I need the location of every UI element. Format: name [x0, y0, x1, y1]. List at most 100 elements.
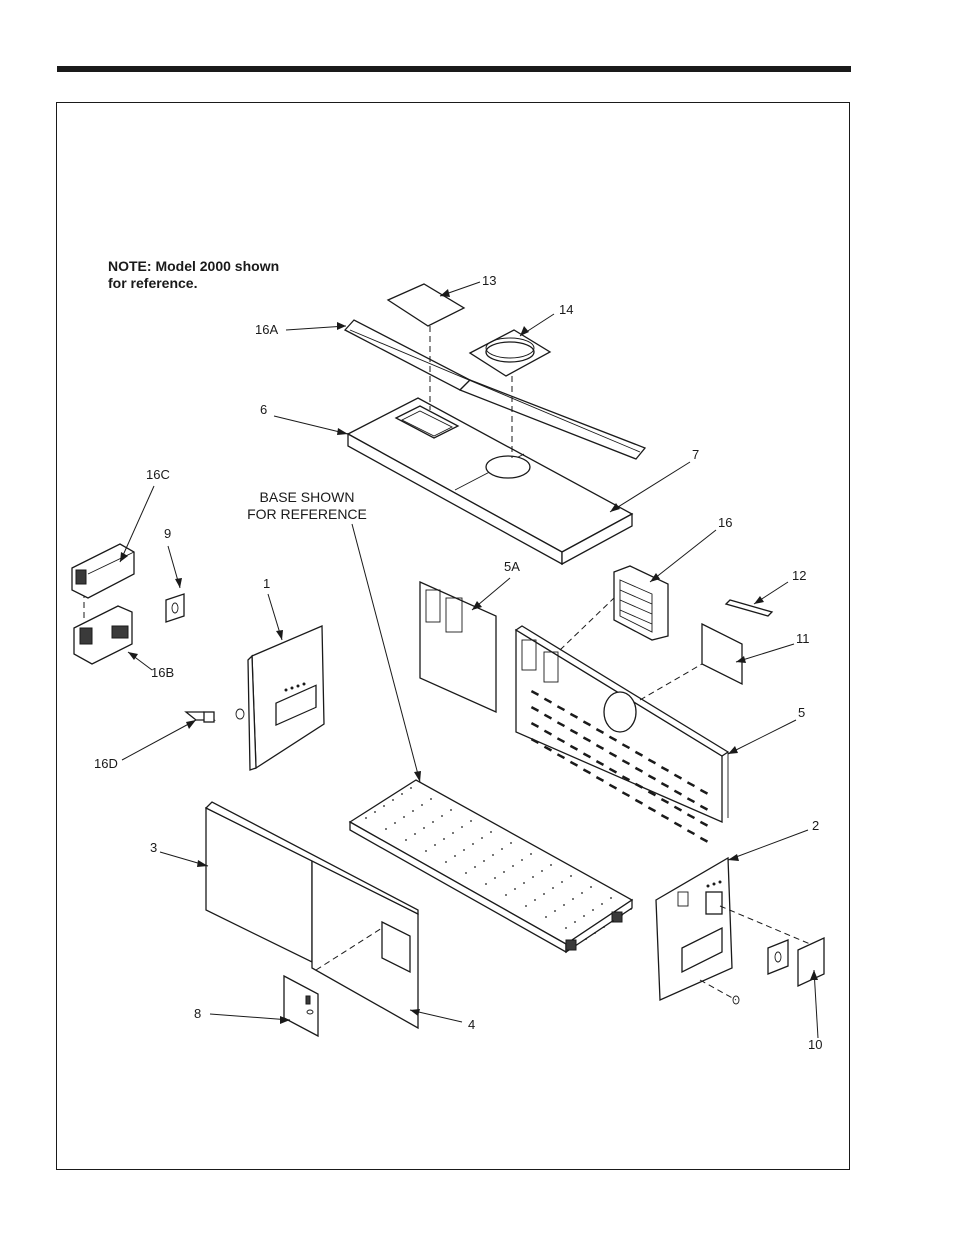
louver-slot	[700, 837, 708, 843]
base-rivet-dot	[523, 882, 525, 884]
callout-5: 5	[798, 706, 805, 720]
part-16b-enclosure-bottom	[74, 606, 132, 664]
base-rivet-dot	[385, 828, 387, 830]
base-rivet-dot	[545, 916, 547, 918]
base-rivet-dot	[392, 799, 394, 801]
base-rivet-dot	[512, 865, 514, 867]
base-rivet-dot	[430, 798, 432, 800]
part-6-7-top-panel	[348, 398, 632, 564]
base-rivet-dot	[601, 903, 603, 905]
callout-7: 7	[692, 448, 699, 462]
base-rivet-dot	[434, 844, 436, 846]
base-rivet-dot	[401, 793, 403, 795]
base-rivet-dot	[423, 827, 425, 829]
callout-13: 13	[482, 274, 496, 288]
louver-slot	[596, 776, 604, 782]
louver-slot	[583, 768, 591, 774]
part-9-gasket	[166, 594, 184, 622]
base-rivet-dot	[470, 820, 472, 822]
base-rivet-dot	[565, 927, 567, 929]
base-rivet-dot	[450, 809, 452, 811]
base-rivet-dot	[412, 810, 414, 812]
base-rivet-dot	[581, 892, 583, 894]
base-rivet-dot	[590, 886, 592, 888]
callout-11: 11	[796, 632, 810, 646]
louver-slot	[674, 822, 682, 828]
base-rivet-dot	[454, 855, 456, 857]
louver-slot	[687, 829, 695, 835]
callout-12: 12	[792, 569, 806, 583]
base-rivet-dot	[421, 804, 423, 806]
base-reference-note: BASE SHOWN FOR REFERENCE	[232, 489, 382, 523]
callout-16: 16	[718, 516, 732, 530]
callout-14: 14	[559, 303, 573, 317]
base-rivet-dot	[394, 822, 396, 824]
base-rivet-dot	[505, 894, 507, 896]
callout-8: 8	[194, 1007, 201, 1021]
base-rivet-dot	[365, 817, 367, 819]
base-rivet-dot	[563, 904, 565, 906]
part-11-panel-plate	[702, 624, 742, 684]
base-rivet-dot	[492, 854, 494, 856]
part-8-access-panel	[284, 976, 318, 1036]
base-rivet-dot	[414, 833, 416, 835]
base-rivet-dot	[501, 848, 503, 850]
louver-slot	[622, 791, 630, 797]
base-rivet-dot	[550, 864, 552, 866]
base-rivet-dot	[630, 908, 632, 910]
base-rivet-dot	[541, 870, 543, 872]
louver-slot	[661, 814, 669, 820]
louver-slot	[674, 806, 682, 812]
callout-5a: 5A	[504, 560, 520, 574]
base-rivet-dot	[374, 811, 376, 813]
base-rivet-dot	[481, 837, 483, 839]
base-rivet-dot	[472, 843, 474, 845]
louver-slot	[687, 813, 695, 819]
base-rivet-dot	[552, 887, 554, 889]
base-rivet-dot	[521, 859, 523, 861]
base-rivet-dot	[383, 805, 385, 807]
part-5a-inner-panel	[420, 582, 496, 712]
louver-slot	[635, 799, 643, 805]
base-rivet-dot	[494, 877, 496, 879]
base-rivet-dot	[443, 838, 445, 840]
base-rivet-dot	[574, 921, 576, 923]
part-1-side-panel	[236, 626, 324, 770]
base-rivet-dot	[410, 787, 412, 789]
base-rivet-dot	[603, 926, 605, 928]
base-rivet-dot	[441, 815, 443, 817]
part-16-heater-box	[614, 566, 668, 640]
base-rivet-dot	[532, 876, 534, 878]
base-rivet-dot	[583, 915, 585, 917]
louver-slot	[609, 784, 617, 790]
callout-9: 9	[164, 527, 171, 541]
part-12-bracket-strip	[726, 600, 772, 616]
part-gasket-right	[768, 940, 788, 974]
base-rivet-dot	[561, 881, 563, 883]
callout-1: 1	[263, 577, 270, 591]
base-rivet-dot	[405, 839, 407, 841]
base-rivet-dot	[525, 905, 527, 907]
part-16d-bracket	[186, 712, 214, 722]
callout-16c: 16C	[146, 468, 170, 482]
base-rivet-dot	[594, 932, 596, 934]
louver-slot	[570, 761, 578, 767]
reference-note: NOTE: Model 2000 shown for reference.	[108, 258, 279, 292]
base-rivet-dot	[474, 866, 476, 868]
base-rivet-dot	[490, 831, 492, 833]
base-rivet-dot	[570, 875, 572, 877]
callout-4: 4	[468, 1018, 475, 1032]
callout-16a: 16A	[255, 323, 278, 337]
callout-10: 10	[808, 1038, 822, 1052]
base-rivet-dot	[610, 897, 612, 899]
louver-slot	[700, 821, 708, 827]
base-rivet-dot	[432, 821, 434, 823]
base-rivet-dot	[554, 910, 556, 912]
part-14-flue-collar	[470, 330, 550, 376]
base-rivet-dot	[483, 860, 485, 862]
louver-slot	[557, 753, 565, 759]
base-rivet-dot	[534, 899, 536, 901]
base-rivet-dot	[403, 816, 405, 818]
base-rivet-dot	[585, 938, 587, 940]
base-rivet-dot	[572, 898, 574, 900]
